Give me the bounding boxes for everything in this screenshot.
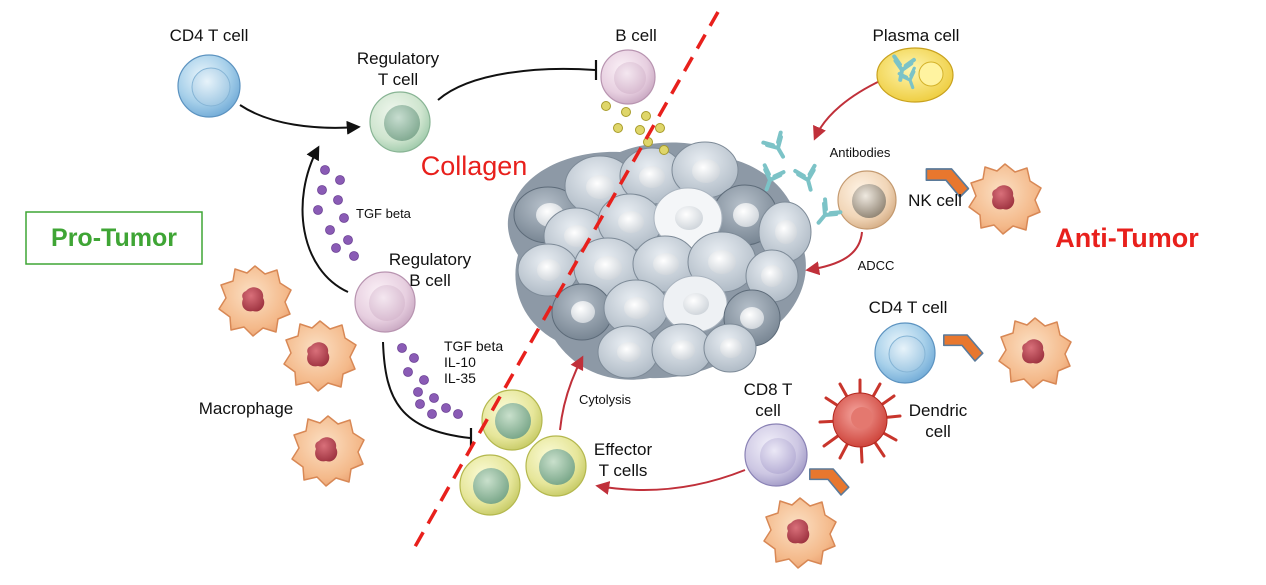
regulatory-t-cell-label-2: T cell <box>378 70 418 89</box>
regulatory-b-cell-label-1: Regulatory <box>389 250 472 269</box>
nk-cell <box>837 170 897 230</box>
cd8-t-cell-label-1: CD8 T <box>744 380 793 399</box>
regulatory-t-cell-label-1: Regulatory <box>357 49 440 68</box>
antibodies-label: Antibodies <box>830 145 891 160</box>
regulatory-b-cell <box>354 271 416 333</box>
cytokines-purple-lower <box>397 343 463 419</box>
il-10-label: IL-10 <box>444 354 476 370</box>
plasma-cell <box>876 47 954 103</box>
antibody-icon <box>808 197 843 232</box>
orange-chevron-icon <box>809 468 850 496</box>
macrophage-1 <box>218 265 292 337</box>
macrophage-3 <box>291 415 365 487</box>
pro-tumor-box <box>25 211 203 265</box>
effector-t-cells-label-1: Effector <box>594 440 653 459</box>
cd8-t-cell <box>744 423 808 487</box>
text-labels: CD4 T cell Regulatory T cell B cell Plas… <box>51 26 1199 480</box>
anti-tumor-label: Anti-Tumor <box>1055 223 1199 253</box>
cytolysis-label: Cytolysis <box>579 392 632 407</box>
adcc-label: ADCC <box>858 258 895 273</box>
cd4-t-cell-right <box>874 322 936 384</box>
dendric-cell-label-2: cell <box>925 422 951 441</box>
collagen-label: Collagen <box>421 151 528 181</box>
macrophage-5 <box>998 317 1072 389</box>
macrophage-2 <box>283 320 357 392</box>
b-cell <box>600 49 656 105</box>
pro-tumor-label: Pro-Tumor <box>51 224 177 252</box>
b-cell-label: B cell <box>615 26 657 45</box>
connectors <box>239 60 883 495</box>
dendric-cell-label-1: Dendric <box>909 401 968 420</box>
cd4-t-cell-right-label: CD4 T cell <box>869 298 948 317</box>
antibody-icon <box>793 163 823 195</box>
tgf-beta-lower-label: TGF beta <box>444 338 503 354</box>
effector-t-cell-1 <box>481 389 543 451</box>
cd8-t-cell-label-2: cell <box>755 401 781 420</box>
regulatory-t-cell <box>369 91 431 153</box>
plasma-cell-label: Plasma cell <box>873 26 960 45</box>
cd4-t-cell-top <box>177 54 241 118</box>
cd4-t-cell-top-label: CD4 T cell <box>170 26 249 45</box>
orange-chevron-icon <box>943 334 984 362</box>
antibody-icon <box>761 130 794 164</box>
il-35-label: IL-35 <box>444 370 476 386</box>
macrophage-label: Macrophage <box>199 399 294 418</box>
nk-cell-label: NK cell <box>908 191 962 210</box>
effector-t-cell-2 <box>459 454 521 516</box>
cytokines-purple-upper <box>313 165 359 261</box>
tumor-mass <box>507 141 812 380</box>
regulatory-b-cell-label-2: B cell <box>409 271 451 290</box>
dendritic-cell <box>818 378 902 464</box>
effector-t-cell-3 <box>525 435 587 497</box>
tgf-beta-upper-label: TGF beta <box>356 206 412 221</box>
effector-t-cells-label-2: T cells <box>599 461 648 480</box>
macrophage-4 <box>968 163 1042 235</box>
cytokines-yellow <box>601 101 669 155</box>
macrophage-6 <box>763 497 837 569</box>
